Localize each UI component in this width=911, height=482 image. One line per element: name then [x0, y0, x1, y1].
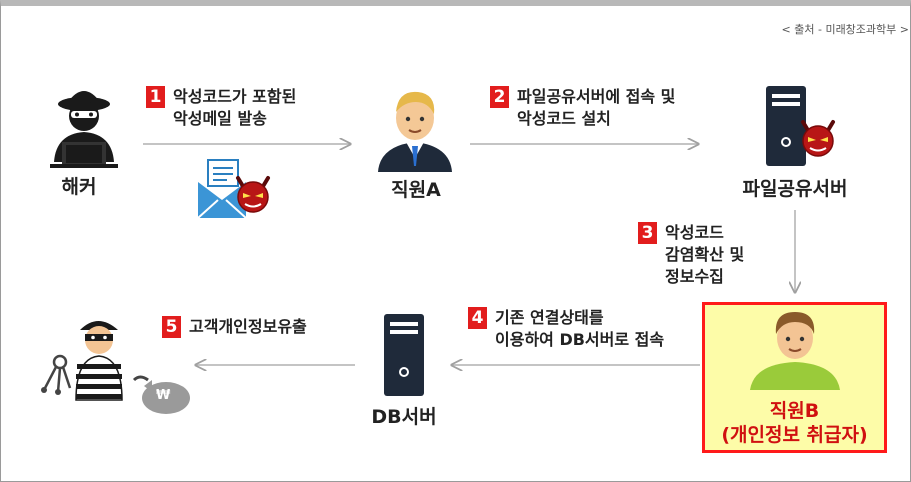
step-5-badge: 5 — [162, 316, 181, 338]
source-caption: < 출처 - 미래창조과학부 > — [781, 23, 909, 36]
step-1-line2: 악성메일 발송 — [173, 109, 267, 128]
employee-a-label: 직원A — [391, 179, 441, 201]
server-icon — [384, 314, 424, 396]
server-icon — [766, 86, 806, 166]
step-2-line1: 파일공유서버에 접속 및 — [517, 87, 676, 106]
step-1: 1 악성코드가 포함된 악성메일 발송 — [146, 86, 296, 130]
email-icon — [197, 159, 247, 219]
step-4-badge: 4 — [468, 307, 487, 329]
step-5-line1: 고객개인정보유출 — [189, 317, 307, 336]
employee-a-icon — [378, 91, 452, 172]
step-3: 3 악성코드 감염확산 및 정보수집 — [638, 222, 744, 288]
step-5: 5 고객개인정보유출 — [162, 316, 307, 338]
step-2-line2: 악성코드 설치 — [517, 109, 611, 128]
step-3-badge: 3 — [638, 222, 657, 244]
thief-icon — [75, 321, 123, 401]
money-symbol: ₩ — [156, 388, 171, 403]
employee-b-icon — [750, 312, 840, 390]
db-server-label: DB서버 — [371, 406, 437, 428]
step-4-line1: 기존 연결상태를 — [495, 308, 604, 327]
employee-b-name: 직원B — [769, 400, 820, 422]
virus-devil-icon — [236, 176, 270, 213]
step-4-line2: 이용하여 DB서버로 접속 — [495, 330, 665, 349]
step-1-line1: 악성코드가 포함된 — [173, 87, 297, 106]
step-4: 4 기존 연결상태를 이용하여 DB서버로 접속 — [468, 307, 664, 351]
money-bag-icon — [132, 375, 190, 414]
employee-b-label: 직원B (개인정보 취급자) — [702, 399, 887, 447]
step-3-line2: 감염확산 및 — [665, 245, 745, 264]
step-2-badge: 2 — [490, 86, 509, 108]
virus-devil-icon — [801, 120, 835, 157]
keys-icon — [41, 354, 72, 395]
step-1-badge: 1 — [146, 86, 165, 108]
step-3-line3: 정보수집 — [665, 267, 724, 286]
step-3-line1: 악성코드 — [665, 223, 724, 242]
hacker-label: 해커 — [61, 176, 97, 198]
employee-b-role: (개인정보 취급자) — [721, 424, 868, 446]
step-2: 2 파일공유서버에 접속 및 악성코드 설치 — [490, 86, 675, 130]
hacker-icon — [50, 91, 118, 168]
file-server-label: 파일공유서버 — [742, 178, 848, 200]
